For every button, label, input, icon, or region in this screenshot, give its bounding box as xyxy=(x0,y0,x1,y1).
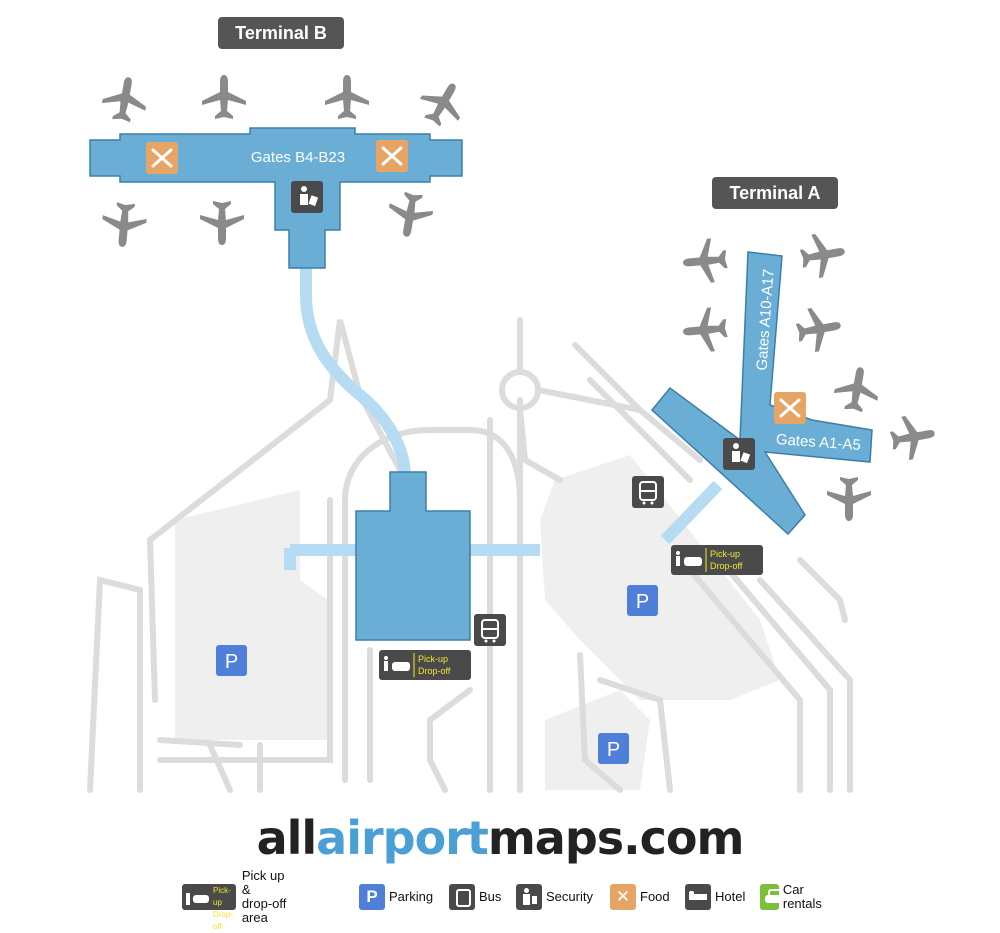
parking-icon: P xyxy=(598,733,629,764)
legend-security-label: Security xyxy=(546,889,593,904)
food-icon xyxy=(146,142,178,174)
terminal-a-label: Terminal A xyxy=(712,177,838,209)
legend-car-rentals: Car rentals xyxy=(760,880,829,914)
terminal-b-label: Terminal B xyxy=(218,17,344,49)
parking-symbol: P xyxy=(225,651,238,673)
parking-icon: P xyxy=(627,585,658,616)
car-rental-icon xyxy=(760,884,782,910)
food-icon xyxy=(774,392,806,424)
legend-parking-label: Parking xyxy=(389,889,434,904)
pickup-dropoff-icon: Pick-up Drop-off xyxy=(182,884,236,931)
bus-icon xyxy=(449,884,475,910)
bus-icon xyxy=(632,476,664,508)
parking-icon: P xyxy=(216,645,247,676)
pickup-badge-line1: Pick-up xyxy=(418,654,448,664)
legend-parking: P Parking xyxy=(359,880,433,914)
legend-security: Security xyxy=(516,880,593,914)
legend-car-rentals-label: Car rentals xyxy=(782,882,822,911)
legend-bus: Bus xyxy=(449,880,501,914)
pickup-dropoff-badge: Pick-up Drop-off xyxy=(671,545,763,575)
brand-part1: all xyxy=(256,811,318,865)
parking-symbol: P xyxy=(607,739,620,761)
central-terminal-building xyxy=(355,471,471,641)
food-icon: ✕ xyxy=(610,884,636,910)
terminal-a-building xyxy=(650,251,873,536)
legend-hotel-label: Hotel xyxy=(715,889,746,904)
legend-pickup-icon-line1: Pick-up xyxy=(213,886,231,907)
security-icon xyxy=(516,884,542,910)
pickup-badge-line2: Drop-off xyxy=(710,561,743,571)
pickup-badge-line1: Pick-up xyxy=(710,549,740,559)
terminal-b-gates-label: Gates B4-B23 xyxy=(251,149,345,166)
legend-hotel: Hotel xyxy=(685,880,745,914)
brand-part3: maps.com xyxy=(487,811,745,865)
legend-pickup: Pick-up Drop-off Pick up &drop-off area xyxy=(182,869,294,931)
brand-part2: airport xyxy=(316,811,489,865)
pickup-dropoff-badge: Pick-up Drop-off xyxy=(379,650,471,680)
walkways xyxy=(284,268,723,570)
pickup-badge-line2: Drop-off xyxy=(418,666,451,676)
road-network xyxy=(87,317,853,793)
parking-icon: P xyxy=(359,884,385,910)
security-icon xyxy=(291,181,323,213)
security-icon xyxy=(723,438,755,470)
food-icon xyxy=(376,140,408,172)
legend-pickup-line2: drop-off area xyxy=(241,896,287,925)
terminal-b-building xyxy=(89,127,463,269)
legend-pickup-line1: Pick up & xyxy=(241,868,285,897)
bus-icon xyxy=(474,614,506,646)
hotel-icon xyxy=(685,884,711,910)
legend-pickup-icon-line2: Drop-off xyxy=(213,910,234,931)
terminal-a-gates-lower-label: Gates A1-A5 xyxy=(775,431,861,454)
parking-symbol: P xyxy=(636,591,649,613)
brand-logo: allairportmaps.com xyxy=(0,808,1000,868)
legend-bus-label: Bus xyxy=(479,889,502,904)
legend-food: ✕ Food xyxy=(610,880,670,914)
legend-food-label: Food xyxy=(640,889,670,904)
